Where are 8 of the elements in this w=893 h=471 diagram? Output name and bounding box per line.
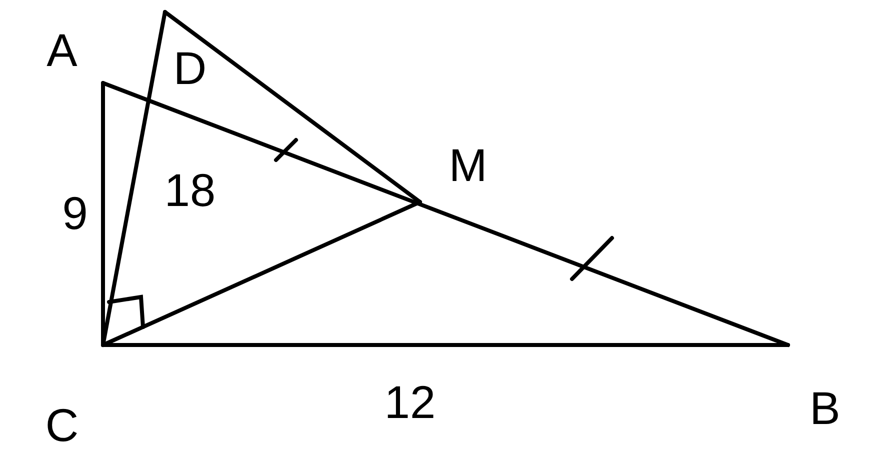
point-label: D: [173, 45, 207, 91]
point-label: C: [45, 402, 79, 448]
point-label: A: [46, 27, 78, 73]
measurement-label: 9: [62, 190, 88, 236]
measurement-label: 12: [384, 379, 436, 425]
point-label: B: [810, 385, 840, 431]
point-label: M: [448, 142, 488, 188]
measurement-label: 18: [164, 167, 216, 213]
